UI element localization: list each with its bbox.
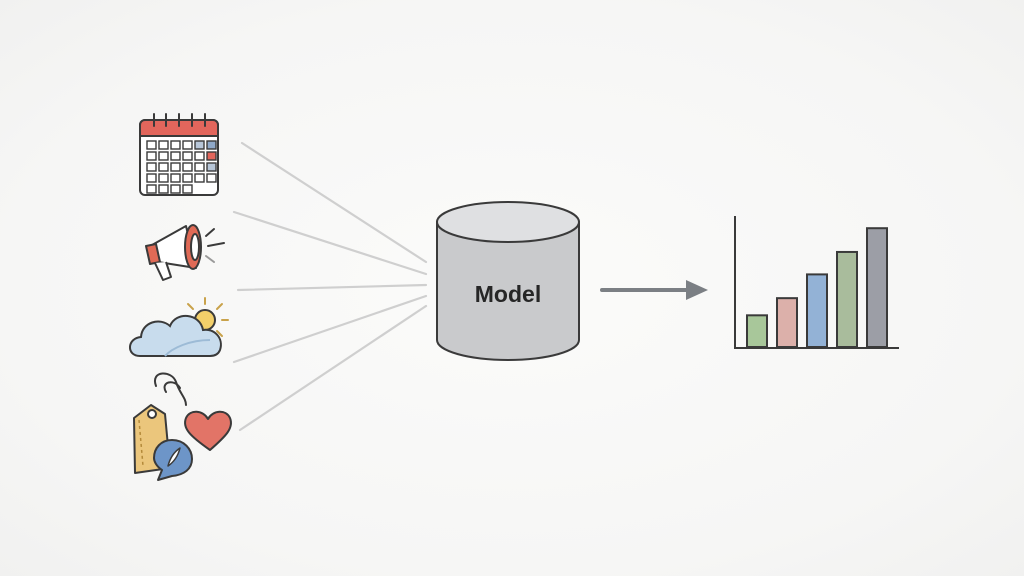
calendar-day-cell	[182, 162, 193, 172]
connector-weather-2	[232, 294, 428, 364]
calendar-day-cell	[146, 173, 157, 183]
calendar-day-cell	[158, 173, 169, 183]
calendar-day-cell	[146, 184, 157, 194]
calendar-day-cell	[146, 162, 157, 172]
calendar-day-cell	[158, 151, 169, 161]
connector-megaphone	[232, 210, 428, 276]
model-cylinder: Model	[436, 201, 580, 361]
calendar-day-cell	[146, 151, 157, 161]
calendar-day-cell	[170, 140, 181, 150]
calendar-day-cell	[194, 162, 205, 172]
calendar-day-cell	[158, 140, 169, 150]
calendar-day-cell	[206, 162, 217, 172]
connector-weather	[236, 283, 428, 292]
calendar-day-cell	[206, 151, 217, 161]
calendar-grid	[146, 140, 217, 194]
calendar-day-cell	[182, 140, 193, 150]
bar-chart-bar	[776, 297, 798, 349]
output-arrow	[600, 280, 708, 300]
model-label: Model	[475, 281, 541, 307]
bar-chart-bar	[746, 314, 768, 349]
calendar-day-cell	[194, 151, 205, 161]
calendar-day-cell	[170, 184, 181, 194]
calendar-day-cell	[182, 184, 193, 194]
calendar-day-cell	[182, 151, 193, 161]
price-tag-heart-icon	[133, 372, 232, 481]
calendar-day-cell	[170, 151, 181, 161]
calendar-day-cell	[146, 140, 157, 150]
bar-chart-icon	[734, 216, 899, 349]
weather-cloud-sun-icon	[129, 297, 229, 357]
connector-tag	[238, 304, 428, 432]
bar-chart-bar	[866, 227, 888, 348]
calendar-icon	[139, 113, 219, 196]
megaphone-icon	[145, 224, 225, 281]
calendar-day-cell	[158, 184, 169, 194]
calendar-day-cell	[194, 140, 205, 150]
calendar-day-cell	[194, 173, 205, 183]
calendar-day-cell	[206, 173, 217, 183]
calendar-day-cell	[182, 173, 193, 183]
calendar-day-cell	[206, 140, 217, 150]
bar-chart-bars	[746, 227, 888, 349]
input-connectors	[232, 141, 428, 432]
bar-chart-bar	[836, 250, 858, 349]
calendar-day-cell	[158, 162, 169, 172]
bar-chart-bar	[806, 273, 828, 348]
calendar-day-cell	[170, 173, 181, 183]
connector-calendar	[240, 141, 428, 264]
calendar-day-cell	[170, 162, 181, 172]
